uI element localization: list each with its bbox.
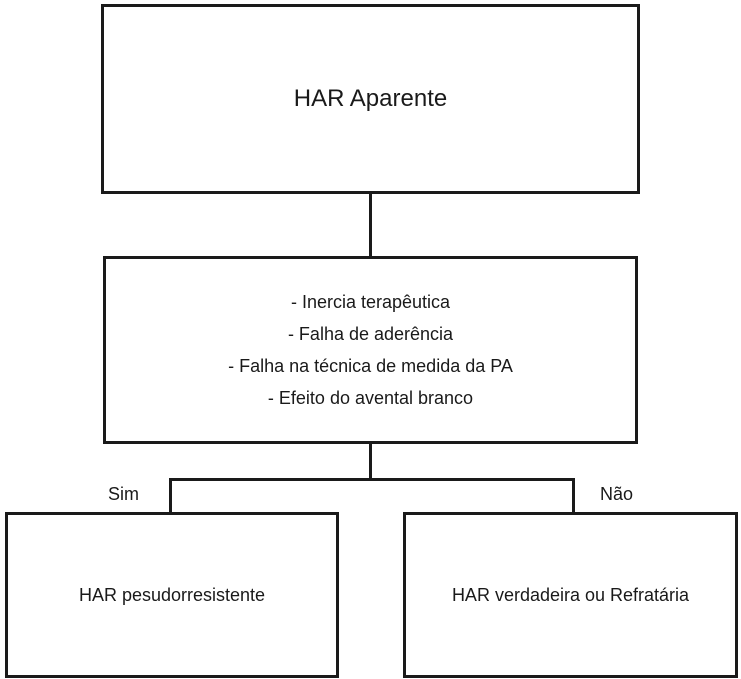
- connector-top-to-middle: [369, 193, 372, 257]
- yes-node-box: HAR pesudorresistente: [5, 512, 339, 678]
- yes-node-label: HAR pesudorresistente: [78, 584, 266, 605]
- top-node-label: HAR Aparente: [293, 85, 448, 112]
- branch-label-no: Não: [600, 484, 634, 504]
- middle-node-box: - Inercia terapêutica - Falha de aderênc…: [103, 256, 638, 444]
- no-node-label: HAR verdadeira ou Refratária: [451, 584, 690, 605]
- middle-node-criteria-list: - Inercia terapêutica - Falha de aderênc…: [228, 286, 513, 414]
- connector-to-no-branch: [572, 478, 575, 513]
- criteria-item: - Efeito do avental branco: [267, 388, 474, 408]
- criteria-item: - Inercia terapêutica: [290, 292, 451, 312]
- no-node-box: HAR verdadeira ou Refratária: [403, 512, 738, 678]
- connector-split-bar: [169, 478, 575, 481]
- connector-to-yes-branch: [169, 478, 172, 513]
- criteria-item: - Falha de aderência: [287, 324, 454, 344]
- criteria-item: - Falha na técnica de medida da PA: [228, 356, 513, 376]
- connector-middle-to-split: [369, 443, 372, 481]
- branch-label-yes: Sim: [108, 484, 139, 504]
- top-node-box: HAR Aparente: [101, 4, 640, 194]
